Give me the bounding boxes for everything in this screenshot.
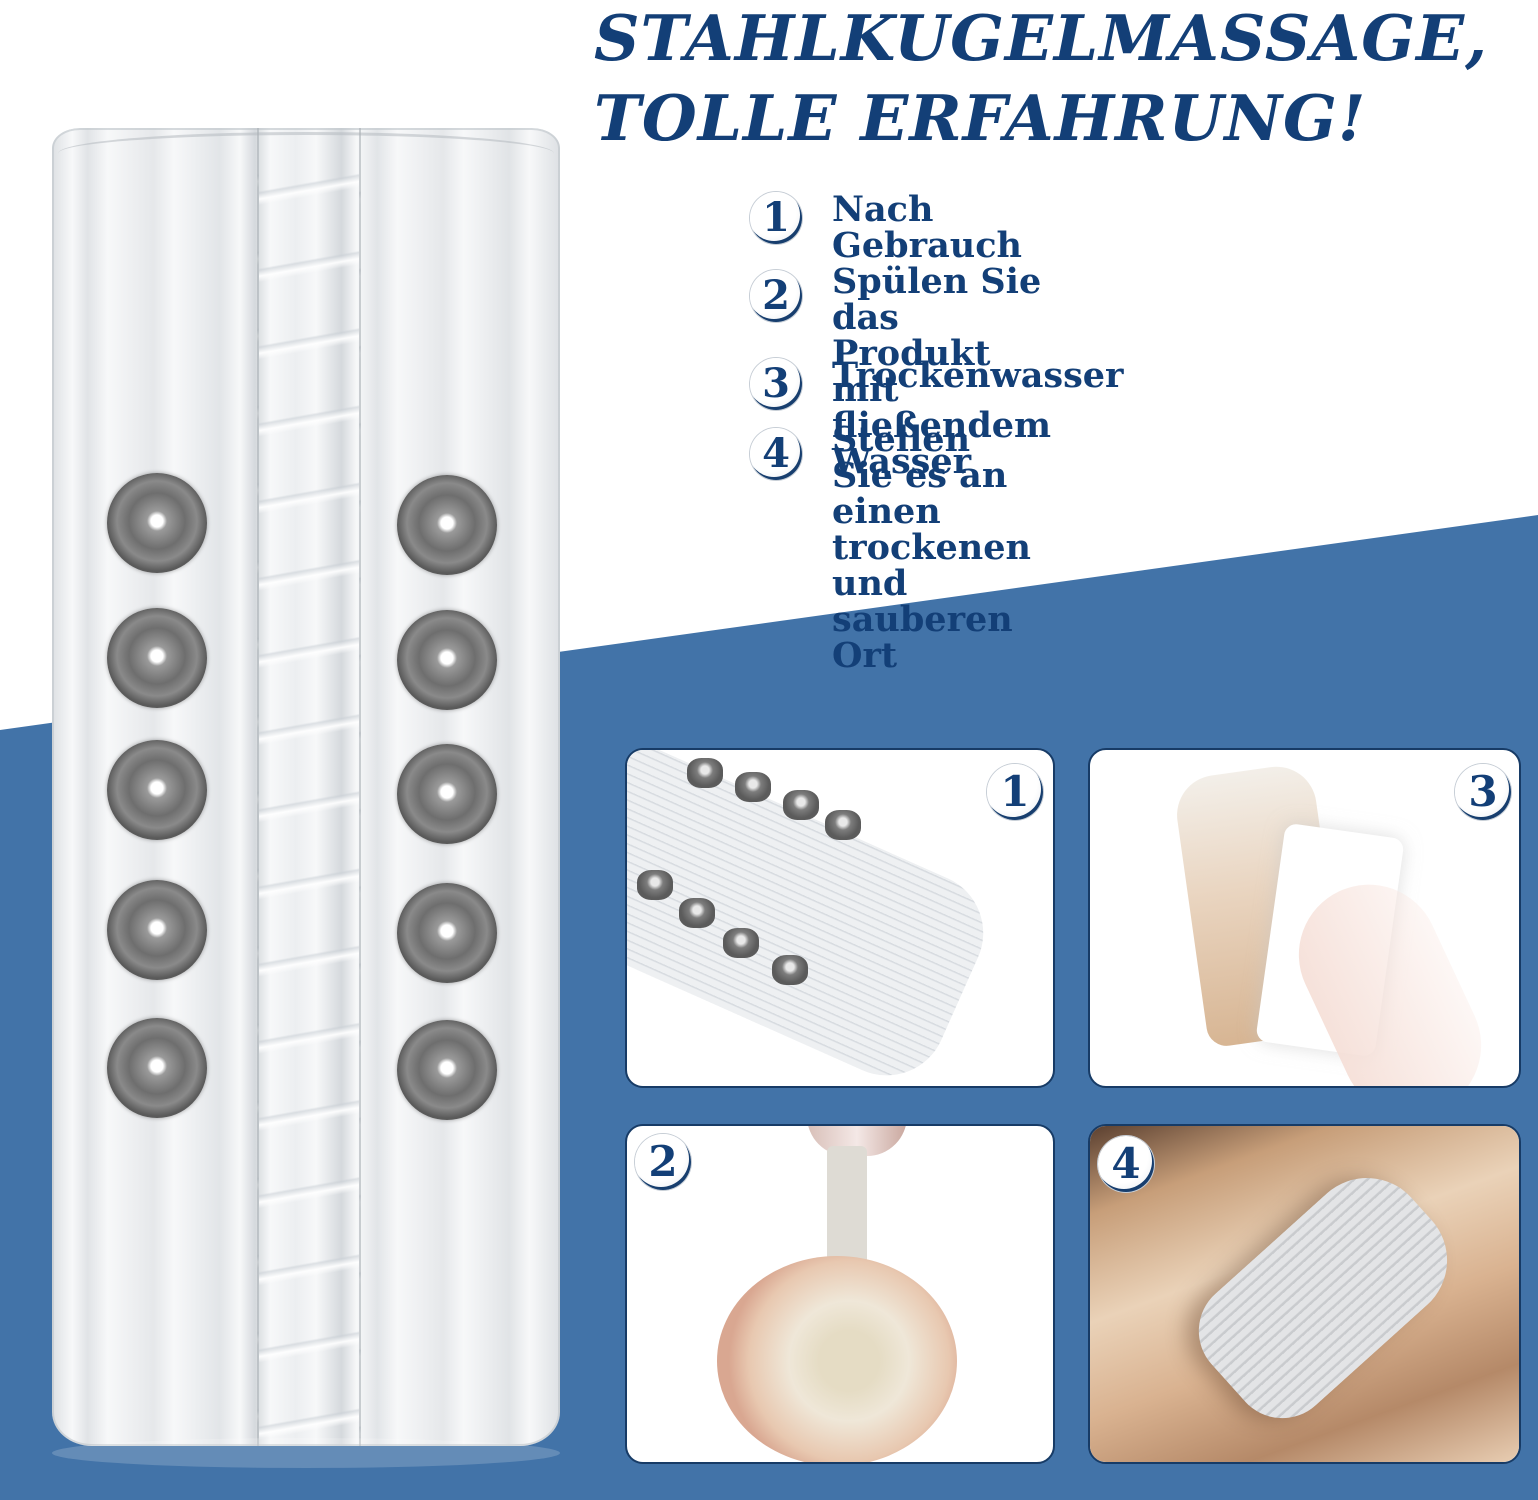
step-text-2: Spülen Sie das Produkt mit fließendem Wa… xyxy=(832,264,1051,480)
photo-panel-1: 1 xyxy=(625,748,1055,1088)
photo-panel-2: 2 xyxy=(625,1124,1055,1464)
headline-line-1: STAHLKUGELMASSAGE, xyxy=(594,1,1489,75)
product-reflection xyxy=(52,1438,560,1468)
step-text-3: Trockenwasser xyxy=(832,358,1123,394)
step-number-badge-3: 3 xyxy=(750,358,802,410)
step-item-4: 4 Stellen Sie es an einen trockenen und … xyxy=(750,422,1031,674)
steel-ball-right-1 xyxy=(397,475,497,575)
photo-panel-4: 4 xyxy=(1088,1124,1521,1464)
step-text-4-line-2: trockenen und sauberen Ort xyxy=(832,527,1031,676)
step-text-1: Nach Gebrauch xyxy=(832,192,1022,264)
panel-number-badge-2: 2 xyxy=(635,1134,691,1190)
step-text-4-line-1: Stellen Sie es an einen xyxy=(832,419,1008,532)
sleeve-inner-channel xyxy=(257,128,361,1446)
steel-ball-left-4 xyxy=(107,880,207,980)
product-image xyxy=(52,128,560,1468)
steel-ball-right-5 xyxy=(397,1020,497,1120)
steel-ball-right-3 xyxy=(397,744,497,844)
step-number-badge-4: 4 xyxy=(750,428,802,480)
headline-line-2: TOLLE ERFAHRUNG! xyxy=(594,81,1367,155)
photo-panel-3: 3 xyxy=(1088,748,1521,1088)
step-number-badge-1: 1 xyxy=(750,192,802,244)
step-number-badge-2: 2 xyxy=(750,270,802,322)
steel-ball-left-2 xyxy=(107,608,207,708)
photo-water-stream xyxy=(827,1146,867,1266)
steel-ball-right-4 xyxy=(397,883,497,983)
headline: STAHLKUGELMASSAGE, TOLLE ERFAHRUNG! xyxy=(594,0,1488,158)
steel-ball-left-1 xyxy=(107,473,207,573)
steel-ball-left-3 xyxy=(107,740,207,840)
steel-ball-left-5 xyxy=(107,1018,207,1118)
step-item-2: 2 Spülen Sie das Produkt mit fließendem … xyxy=(750,264,1051,480)
photo-product-rinsed xyxy=(717,1256,957,1462)
step-text-2-line-2: mit fließendem Wasser xyxy=(832,369,1052,482)
panel-number-badge-1: 1 xyxy=(987,764,1043,820)
step-text-4: Stellen Sie es an einen trockenen und sa… xyxy=(832,422,1031,674)
step-text-1-line-1: Nach Gebrauch xyxy=(832,189,1022,266)
step-item-1: 1 Nach Gebrauch xyxy=(750,192,1022,264)
panel-number-badge-4: 4 xyxy=(1098,1136,1154,1192)
steel-ball-right-2 xyxy=(397,610,497,710)
step-item-3: 3 Trockenwasser xyxy=(750,358,1123,410)
panel-number-badge-3: 3 xyxy=(1455,764,1511,820)
product-sleeve xyxy=(52,128,560,1446)
step-text-2-line-1: Spülen Sie das Produkt xyxy=(832,261,1042,374)
step-text-3-line-1: Trockenwasser xyxy=(832,355,1124,396)
